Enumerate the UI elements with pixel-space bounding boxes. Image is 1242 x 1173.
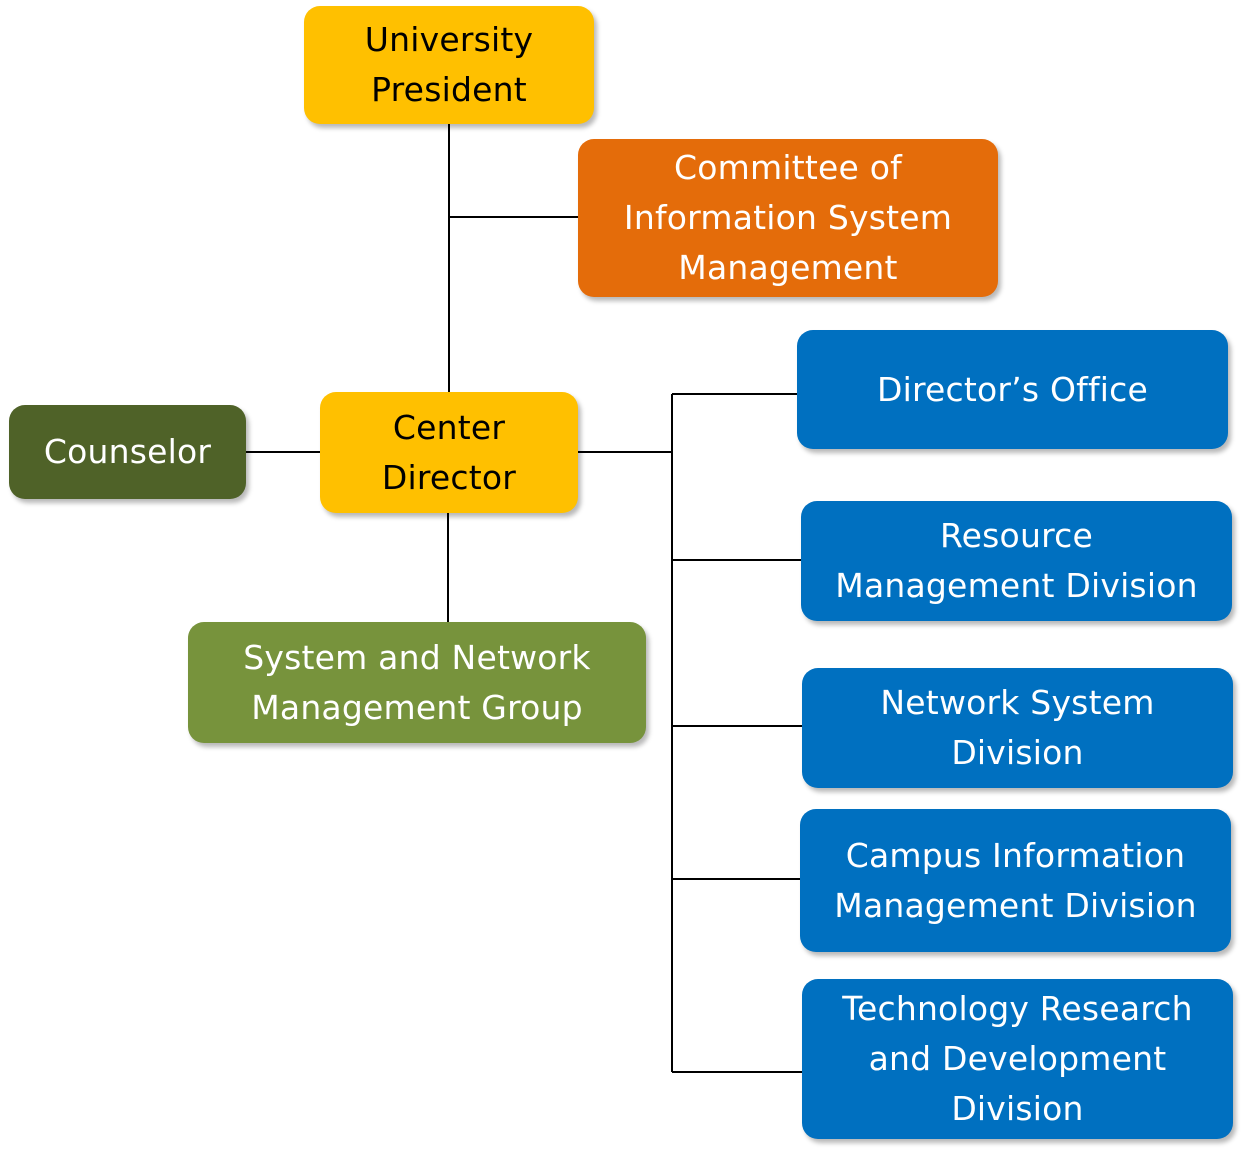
center-director-box: Center Director xyxy=(320,392,578,513)
committee-box: Committee of Information System Manageme… xyxy=(578,139,998,297)
university-president-box: University President xyxy=(304,6,594,124)
tech-division-box: Technology Research and Development Divi… xyxy=(802,979,1233,1139)
counselor-box: Counselor xyxy=(9,405,246,499)
campus-division-box: Campus Information Management Division xyxy=(800,809,1231,952)
network-division-box: Network System Division xyxy=(802,668,1233,788)
resource-division-box: Resource Management Division xyxy=(801,501,1232,621)
directors-office-box: Director’s Office xyxy=(797,330,1228,449)
system-network-group-box: System and Network Management Group xyxy=(188,622,646,743)
